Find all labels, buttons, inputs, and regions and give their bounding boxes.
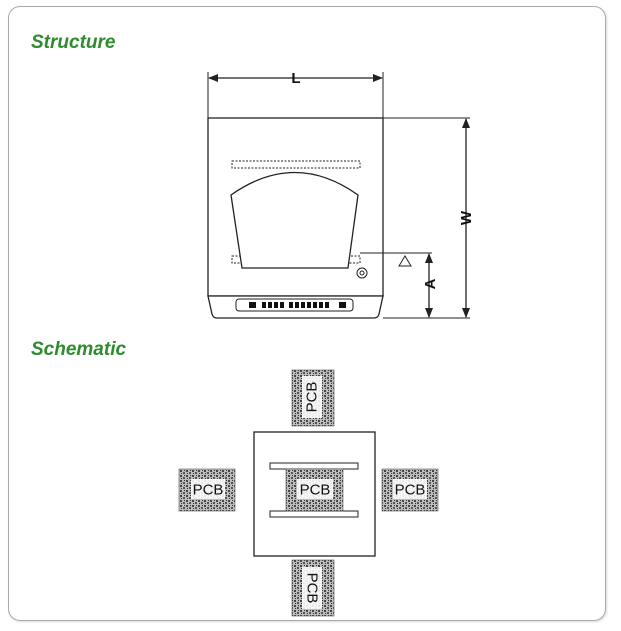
pcb-right-label-bg bbox=[393, 479, 427, 499]
front-window bbox=[230, 171, 359, 269]
pcb-right-label: PCB bbox=[395, 482, 426, 499]
pcb-center-label: PCB bbox=[300, 482, 331, 499]
pcb-left-label: PCB bbox=[193, 482, 224, 499]
connector-pins bbox=[249, 302, 346, 308]
height-a-label: A bbox=[422, 278, 439, 289]
reference-triangle bbox=[398, 255, 412, 267]
indicator-dot bbox=[359, 270, 365, 276]
length-label: L bbox=[291, 70, 300, 87]
schematic-lower-rail bbox=[269, 510, 359, 518]
pcb-top-label: PCB bbox=[304, 382, 321, 413]
schematic-heading: Schematic bbox=[31, 339, 127, 360]
connector-slot bbox=[235, 298, 354, 312]
structure-drawing bbox=[207, 72, 470, 319]
width-label: W bbox=[458, 210, 475, 225]
schematic-upper-rail bbox=[269, 462, 359, 470]
structure-heading: Structure bbox=[31, 32, 116, 53]
pcb-center-label-bg bbox=[297, 479, 333, 499]
indicator-ring bbox=[356, 267, 368, 279]
content-frame bbox=[8, 6, 606, 621]
schematic-drawing bbox=[178, 369, 439, 617]
pcb-bottom-label-bg bbox=[302, 567, 322, 609]
pcb-left-label-bg bbox=[191, 479, 225, 499]
upper-slot bbox=[231, 160, 361, 169]
pcb-bottom-label: PCB bbox=[304, 573, 321, 604]
pcb-top-label-bg bbox=[302, 376, 322, 418]
